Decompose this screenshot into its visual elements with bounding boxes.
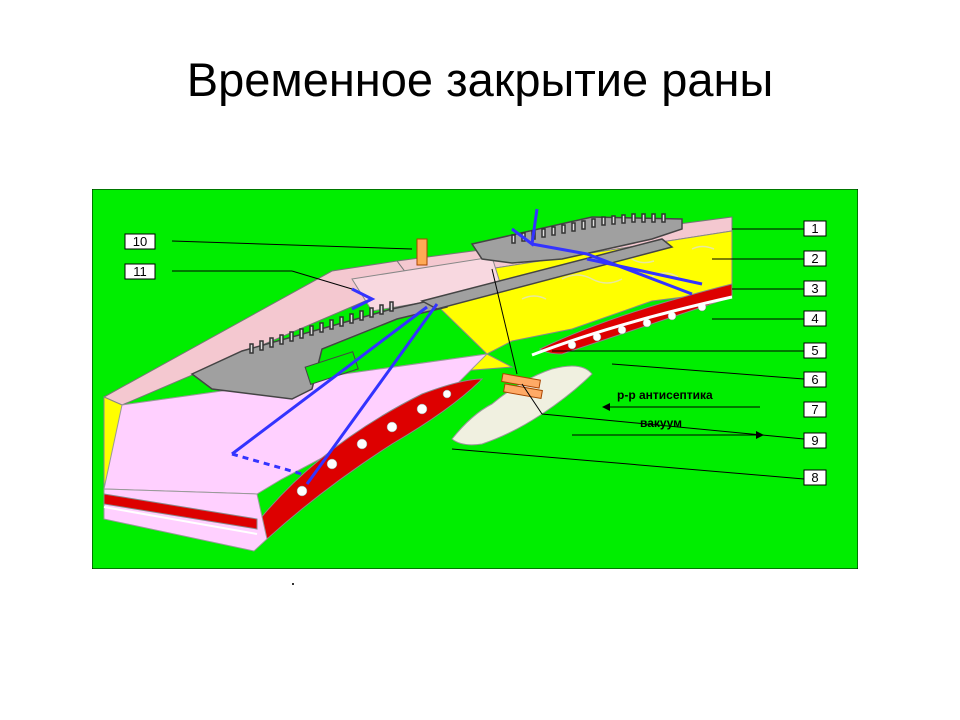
- wound-debris: [451, 365, 593, 446]
- svg-text:10: 10: [133, 234, 147, 249]
- slide-title: Временное закрытие раны: [186, 53, 774, 106]
- callout-3: 3: [803, 280, 827, 297]
- callout-6: 6: [803, 371, 827, 388]
- right-fixation-frame: [470, 213, 683, 264]
- svg-text:8: 8: [811, 470, 818, 485]
- stray-dot: [292, 583, 294, 585]
- orange-clip: [416, 238, 428, 266]
- leader-lines: [171, 228, 805, 480]
- svg-text:3: 3: [811, 281, 818, 296]
- callout-10: 10: [124, 233, 156, 250]
- antiseptic-label: р-р антисептика: [617, 388, 713, 402]
- callout-7: 7: [803, 401, 827, 418]
- callout-4: 4: [803, 310, 827, 327]
- callouts-right: 1 2 3 4 5 6 7 9 8: [803, 220, 827, 486]
- callout-9: 9: [803, 432, 827, 449]
- svg-text:11: 11: [133, 264, 147, 279]
- vacuum-label: вакуум: [640, 416, 682, 430]
- callout-2: 2: [803, 250, 827, 267]
- svg-text:1: 1: [811, 221, 818, 236]
- callout-11: 11: [124, 263, 156, 280]
- svg-text:7: 7: [811, 402, 818, 417]
- callout-8: 8: [803, 469, 827, 486]
- callouts-left: 10 11: [124, 233, 156, 280]
- svg-text:6: 6: [811, 372, 818, 387]
- vacuum-arrow: [572, 431, 764, 439]
- callout-1: 1: [803, 220, 827, 237]
- svg-text:4: 4: [811, 311, 818, 326]
- antiseptic-arrow: [602, 403, 760, 411]
- svg-text:9: 9: [811, 433, 818, 448]
- callout-5: 5: [803, 342, 827, 359]
- muscle-layer-left: [259, 378, 484, 540]
- svg-text:5: 5: [811, 343, 818, 358]
- svg-text:2: 2: [811, 251, 818, 266]
- suture-threads: [231, 208, 703, 485]
- wound-closure-diagram: р-р антисептика вакуум 1 2 3 4 5 6 7 9 8…: [92, 189, 858, 569]
